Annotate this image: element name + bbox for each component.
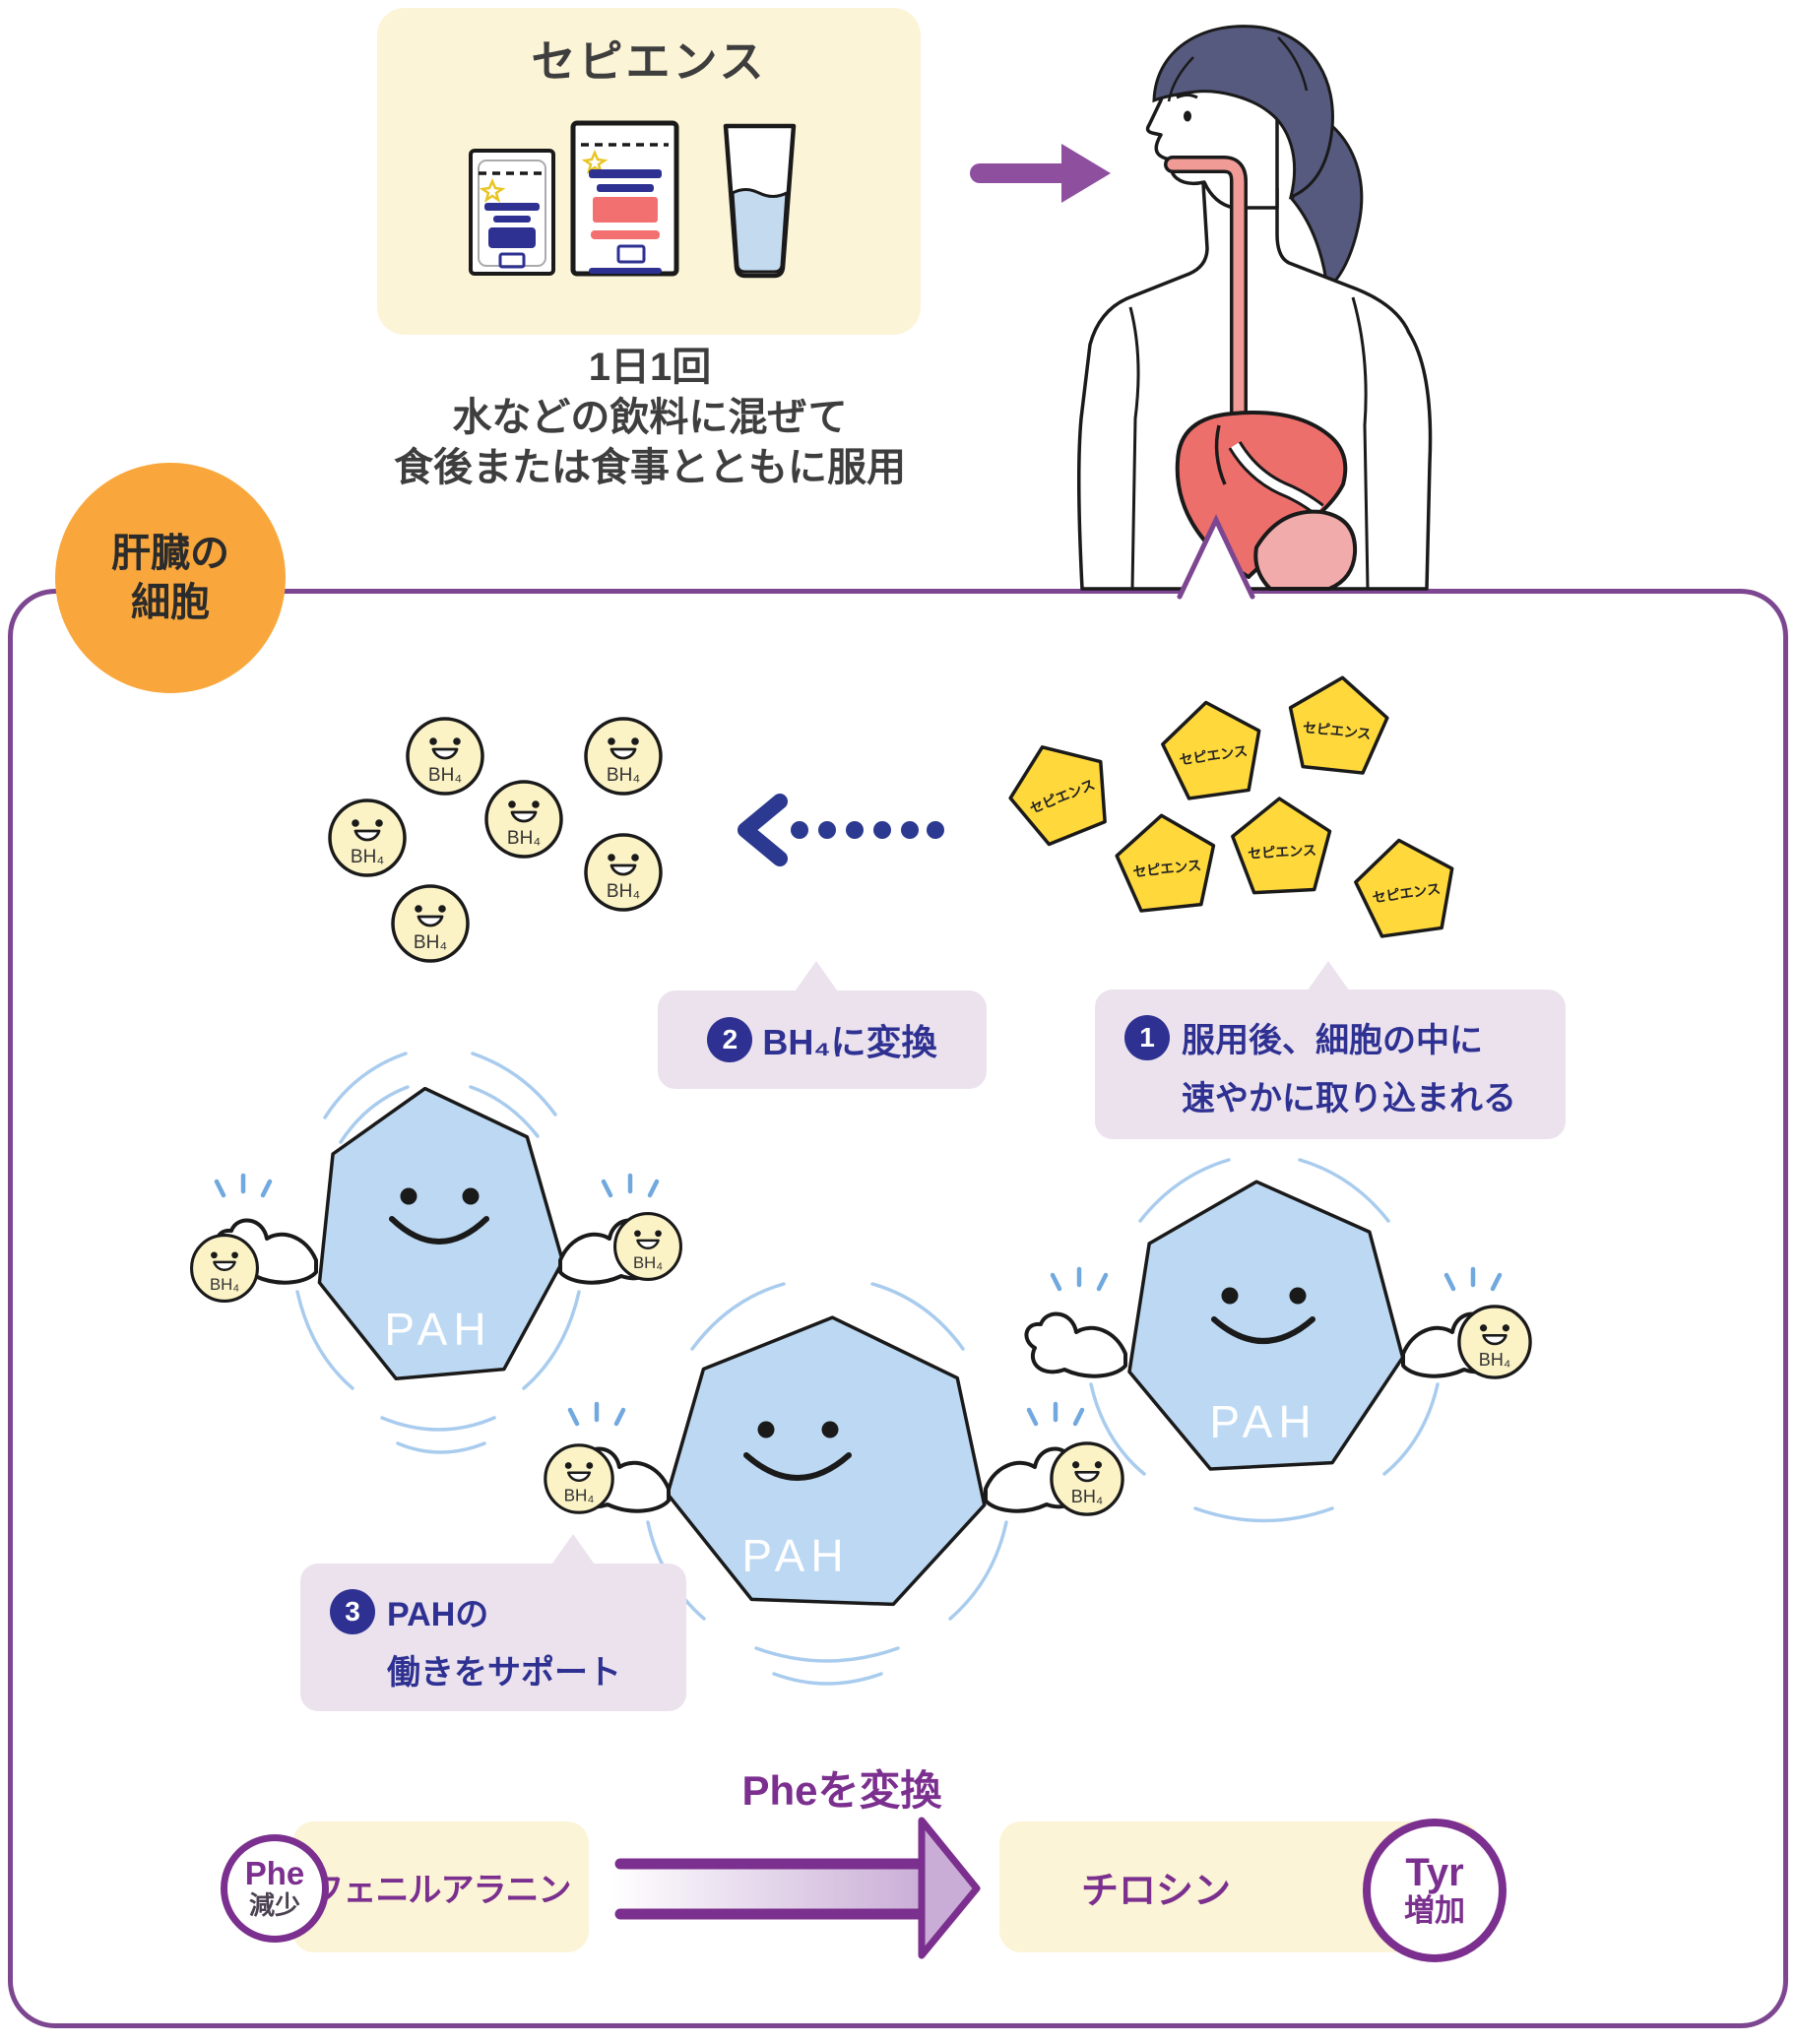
step-badge: 2 xyxy=(707,1017,753,1062)
bubble-pointer xyxy=(793,961,840,994)
step-badge: 3 xyxy=(330,1588,375,1634)
liver-cell-label: 細胞 xyxy=(131,581,210,624)
bh4-molecule xyxy=(190,1234,259,1303)
sachet-small-icon xyxy=(469,149,555,276)
step-2-bubble: 2 BH₄に変換 xyxy=(658,990,987,1089)
sepiens-pentagon xyxy=(1111,808,1222,915)
bh4-molecule xyxy=(613,1212,682,1281)
bubble-pointer xyxy=(1305,961,1352,994)
water-glass-icon xyxy=(723,123,797,279)
bh4-molecule xyxy=(544,1443,614,1514)
step-text: PAHの xyxy=(387,1596,489,1633)
intake-arrow-icon xyxy=(970,144,1111,203)
pah-enzyme-left: PAH xyxy=(317,1086,565,1381)
bh4-molecule xyxy=(328,798,407,877)
sepiens-pentagon xyxy=(994,727,1124,854)
pah-enzyme-middle: PAH xyxy=(666,1315,987,1607)
step-badge: 1 xyxy=(1124,1014,1170,1060)
tyr-badge: Tyr 増加 xyxy=(1363,1819,1507,1962)
liver-cell-circle: 肝臓の 細胞 xyxy=(55,463,286,693)
uptake-dotted-arrow-icon xyxy=(738,794,944,866)
bh4-molecule xyxy=(1050,1441,1124,1516)
step-text: 速やかに取り込まれる xyxy=(1182,1080,1516,1118)
dosage-instructions: 1日1回 水などの飲料に混ぜて 食後または食事とともに服用 xyxy=(295,343,1004,493)
step-text: BH₄に変換 xyxy=(762,1022,937,1062)
phe-abbr: Phe xyxy=(244,1855,305,1891)
woman-figure xyxy=(1076,25,1433,591)
pah-label: PAH xyxy=(741,1530,849,1581)
step-text: 働きをサポート xyxy=(387,1654,621,1692)
sepiens-pentagon xyxy=(1229,794,1335,896)
sachet-large-icon xyxy=(570,120,679,277)
step-text: 服用後、細胞の中に xyxy=(1182,1022,1483,1059)
step-1-bubble: 1 服用後、細胞の中に 速やかに取り込まれる xyxy=(1095,990,1566,1139)
bh4-molecule xyxy=(584,833,663,912)
sparkle-lines xyxy=(214,1173,1503,1427)
pah-enzyme-right: PAH xyxy=(1127,1180,1405,1471)
tyr-status: 増加 xyxy=(1404,1893,1465,1928)
bh4-molecule xyxy=(584,717,663,796)
pah-arm-icon xyxy=(1024,1311,1127,1378)
sepiens-pentagon xyxy=(1349,831,1462,941)
sepiens-pentagon xyxy=(1282,671,1393,777)
phenylalanine-box: フェニルアラニン xyxy=(292,1821,589,1952)
dosage-line: 1日1回 xyxy=(588,346,712,389)
pah-label: PAH xyxy=(1209,1396,1316,1447)
tyrosine-label: チロシン xyxy=(1080,1871,1231,1912)
phenylalanine-label: フェニルアラニン xyxy=(310,1872,572,1909)
cell-notch xyxy=(1180,520,1252,597)
liver-cell-label: 肝臓の xyxy=(111,532,229,575)
phe-status: 減少 xyxy=(248,1890,300,1920)
bh4-molecule xyxy=(1457,1305,1532,1379)
product-title: セピエンス xyxy=(531,36,767,87)
tyr-abbr: Tyr xyxy=(1405,1851,1464,1894)
conversion-arrow-icon xyxy=(612,1817,981,1959)
phe-badge: Phe 減少 xyxy=(221,1834,329,1943)
step-3-bubble: 3 PAHの 働きをサポート xyxy=(300,1564,686,1711)
bh4-molecules xyxy=(328,717,663,963)
phe-conversion-label: Pheを変換 xyxy=(741,1767,942,1814)
sepiens-pentagon xyxy=(1156,693,1269,803)
bh4-molecule xyxy=(391,884,470,963)
dosage-line: 水などの飲料に混ぜて xyxy=(452,396,848,439)
pah-label: PAH xyxy=(384,1304,491,1355)
bh4-molecule xyxy=(484,780,563,859)
cell-notch-border xyxy=(1177,514,1255,600)
sepiens-pentagons xyxy=(994,671,1462,941)
bubble-pointer xyxy=(549,1534,597,1567)
dosage-line: 食後または食事とともに服用 xyxy=(394,446,906,489)
bh4-molecule xyxy=(406,717,484,796)
